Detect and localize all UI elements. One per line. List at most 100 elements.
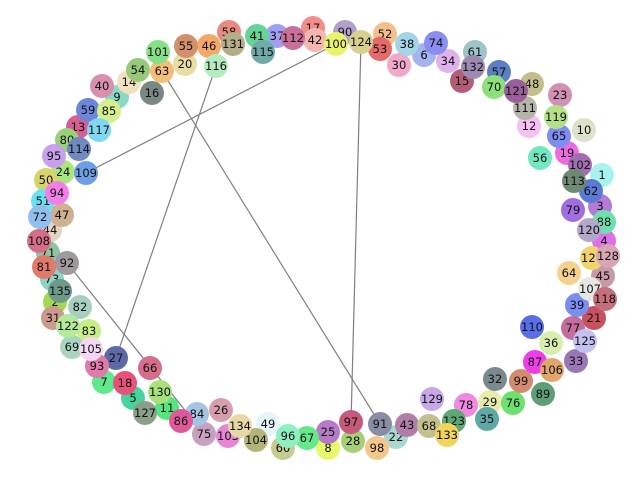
node-circle: [68, 295, 92, 319]
node-label: 115: [252, 45, 274, 59]
node-label: 70: [487, 80, 502, 94]
edge-124-97: [350, 41, 362, 423]
node-101: 101: [146, 40, 170, 64]
node-40: 40: [90, 74, 114, 98]
node-label: 99: [514, 374, 529, 388]
node-label: 54: [131, 63, 146, 77]
node-21: 21: [582, 306, 606, 330]
node-label: 49: [261, 417, 276, 431]
node-label: 53: [373, 42, 388, 56]
node-label: 41: [250, 29, 265, 43]
node-label: 11: [160, 401, 175, 415]
node-circle: [435, 423, 459, 447]
node-label: 98: [370, 441, 385, 455]
node-label: 117: [88, 123, 110, 137]
node-label: 85: [102, 104, 117, 118]
node-10: 10: [572, 118, 596, 142]
node-circle: [324, 32, 348, 56]
node-label: 27: [109, 351, 124, 365]
node-label: 78: [459, 398, 474, 412]
node-circle: [87, 118, 111, 142]
node-94: 94: [45, 181, 69, 205]
node-67: 67: [295, 426, 319, 450]
node-label: 119: [545, 110, 567, 124]
node-100: 100: [324, 32, 348, 56]
node-circle: [544, 105, 568, 129]
node-circle: [475, 407, 499, 431]
node-129: 129: [420, 387, 444, 411]
edge-92-75: [66, 262, 205, 435]
node-label: 101: [147, 45, 169, 59]
node-label: 92: [60, 256, 75, 270]
node-label: 23: [553, 88, 568, 102]
node-circle: [520, 315, 544, 339]
node-label: 74: [429, 36, 444, 50]
node-circle: [501, 391, 525, 415]
node-122: 122: [56, 314, 80, 338]
node-circle: [482, 75, 506, 99]
node-label: 8: [324, 441, 331, 455]
node-42: 42: [303, 28, 327, 52]
node-label: 30: [392, 58, 407, 72]
node-56: 56: [528, 146, 552, 170]
node-20: 20: [173, 52, 197, 76]
node-label: 72: [33, 210, 48, 224]
node-27: 27: [104, 346, 128, 370]
node-label: 110: [521, 320, 543, 334]
node-16: 16: [140, 81, 164, 105]
node-23: 23: [548, 83, 572, 107]
node-label: 76: [506, 396, 521, 410]
node-circle: [126, 58, 150, 82]
node-label: 97: [344, 415, 359, 429]
node-label: 5: [129, 391, 136, 405]
node-circle: [251, 40, 275, 64]
node-circle: [368, 412, 392, 436]
node-circle: [50, 203, 74, 227]
node-85: 85: [97, 99, 121, 123]
node-circle: [303, 28, 327, 52]
node-125: 125: [573, 329, 597, 353]
node-91: 91: [368, 412, 392, 436]
node-39: 39: [565, 293, 589, 317]
node-96: 96: [276, 424, 300, 448]
node-113: 113: [562, 169, 586, 193]
node-label: 47: [55, 208, 70, 222]
node-label: 118: [594, 292, 616, 306]
node-46: 46: [197, 34, 221, 58]
node-label: 113: [563, 174, 585, 188]
node-105: 105: [79, 337, 103, 361]
node-134: 134: [228, 414, 252, 438]
node-label: 100: [325, 37, 347, 51]
node-label: 89: [536, 387, 551, 401]
node-circle: [244, 428, 268, 452]
node-label: 111: [514, 101, 536, 115]
node-circle: [79, 337, 103, 361]
node-label: 42: [308, 33, 323, 47]
node-label: 102: [569, 158, 591, 172]
node-circle: [565, 293, 589, 317]
node-95: 95: [42, 144, 66, 168]
node-label: 93: [90, 359, 105, 373]
node-circle: [368, 37, 392, 61]
node-34: 34: [436, 49, 460, 73]
node-label: 39: [570, 298, 585, 312]
node-circle: [276, 424, 300, 448]
node-label: 33: [569, 354, 584, 368]
node-circle: [593, 287, 617, 311]
node-label: 13: [71, 120, 86, 134]
node-112: 112: [281, 26, 305, 50]
node-circle: [573, 329, 597, 353]
node-69: 69: [60, 335, 84, 359]
node-79: 79: [561, 198, 585, 222]
node-circle: [564, 349, 588, 373]
node-label: 55: [179, 39, 194, 53]
node-circle: [174, 34, 198, 58]
node-133: 133: [435, 423, 459, 447]
node-label: 1: [598, 168, 605, 182]
node-110: 110: [520, 315, 544, 339]
node-circle: [395, 413, 419, 437]
node-label: 122: [57, 319, 79, 333]
node-36: 36: [539, 331, 563, 355]
